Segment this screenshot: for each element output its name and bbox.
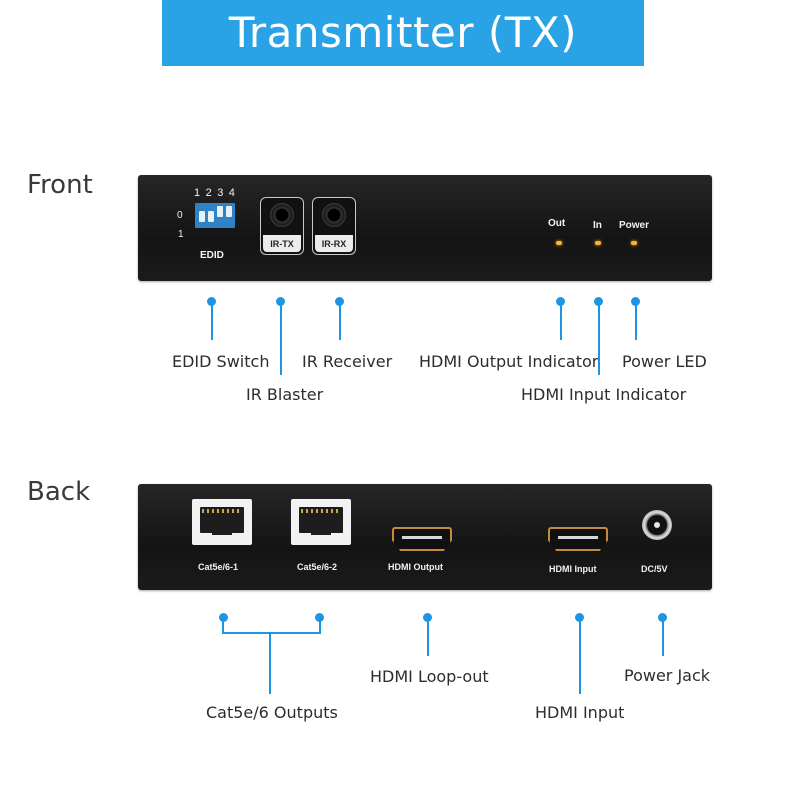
indicator-power-label: Power [619, 220, 650, 231]
dip-toggle[interactable] [199, 211, 205, 222]
jack-hole-icon [270, 203, 294, 227]
front-panel: 1 2 3 4 0 1 EDID IR-TX IR-RX Out In Powe… [138, 175, 712, 281]
hdmi-loop-out-callout: HDMI Loop-out [370, 667, 489, 686]
hdmi-output-label: HDMI Output [388, 562, 443, 572]
edid-switch-callout: EDID Switch [172, 352, 270, 371]
hdmi-output-port[interactable] [392, 527, 452, 551]
rj45-pins-icon [301, 509, 341, 513]
dip-numbers: 1 2 3 4 [194, 187, 236, 199]
hdmi-input-port[interactable] [548, 527, 608, 551]
front-label: Front [27, 170, 93, 200]
callout-dot [423, 613, 432, 622]
callout-line [560, 303, 562, 340]
hdmi-output-indicator-callout: HDMI Output Indicator [419, 352, 599, 371]
callout-line [427, 619, 429, 656]
dip-number: 2 [205, 187, 213, 199]
out-led [556, 241, 562, 245]
indicator-out-label: Out [548, 218, 566, 229]
dip-number: 3 [217, 187, 225, 199]
edid-caption: EDID [200, 250, 224, 261]
cat5e-2-label: Cat5e/6-2 [297, 562, 338, 572]
power-led [631, 241, 637, 245]
callout-dot [658, 613, 667, 622]
dip-pos-0: 0 [177, 210, 183, 221]
dip-number: 4 [228, 187, 237, 199]
power-led-callout: Power LED [622, 352, 707, 371]
dip-pos-1: 1 [178, 229, 184, 240]
back-label: Back [27, 477, 91, 507]
callout-dot [219, 613, 228, 622]
callout-dot [594, 297, 603, 306]
jack-hole-icon [322, 203, 346, 227]
callout-line [211, 303, 213, 340]
ir-blaster-callout: IR Blaster [246, 385, 324, 404]
ir-receiver-callout: IR Receiver [302, 352, 393, 371]
callout-dot [335, 297, 344, 306]
hdmi-input-indicator-callout: HDMI Input Indicator [521, 385, 687, 404]
callout-line [579, 619, 581, 694]
callout-line [222, 632, 321, 634]
callout-line [662, 619, 664, 656]
edid-dip-switch[interactable] [195, 203, 235, 228]
dc-5v-label: DC/5V [641, 564, 668, 574]
callout-dot [276, 297, 285, 306]
callout-line [598, 303, 600, 375]
callout-line [635, 303, 637, 340]
dip-number: 1 [194, 187, 202, 199]
callout-dot [631, 297, 640, 306]
indicator-in-label: In [593, 220, 602, 231]
ir-rx-jack[interactable]: IR-RX [312, 197, 356, 255]
page-title: Transmitter (TX) [228, 7, 578, 57]
callout-line [280, 303, 282, 375]
dc-power-jack[interactable] [642, 510, 672, 540]
callout-line [222, 619, 224, 633]
in-led [595, 241, 601, 245]
hdmi-input-label: HDMI Input [549, 564, 597, 574]
ir-rx-label: IR-RX [315, 235, 353, 252]
callout-dot [575, 613, 584, 622]
cat5e-outputs-callout: Cat5e/6 Outputs [206, 703, 338, 722]
ir-tx-label: IR-TX [263, 235, 301, 252]
dip-toggle[interactable] [217, 206, 223, 217]
rj45-pins-icon [202, 509, 242, 513]
dip-toggle[interactable] [208, 211, 214, 222]
cat5e-port-2[interactable] [291, 499, 351, 545]
title-banner: Transmitter (TX) [162, 0, 644, 66]
callout-line [319, 619, 321, 633]
cat5e-port-1[interactable] [192, 499, 252, 545]
hdmi-input-callout: HDMI Input [535, 703, 625, 722]
callout-line [269, 632, 271, 694]
callout-dot [207, 297, 216, 306]
dip-toggle[interactable] [226, 206, 232, 217]
callout-dot [556, 297, 565, 306]
cat5e-1-label: Cat5e/6-1 [198, 562, 239, 572]
power-jack-callout: Power Jack [624, 666, 711, 685]
callout-dot [315, 613, 324, 622]
back-panel: Cat5e/6-1 Cat5e/6-2 HDMI Output HDMI Inp… [138, 484, 712, 590]
ir-tx-jack[interactable]: IR-TX [260, 197, 304, 255]
callout-line [339, 303, 341, 340]
